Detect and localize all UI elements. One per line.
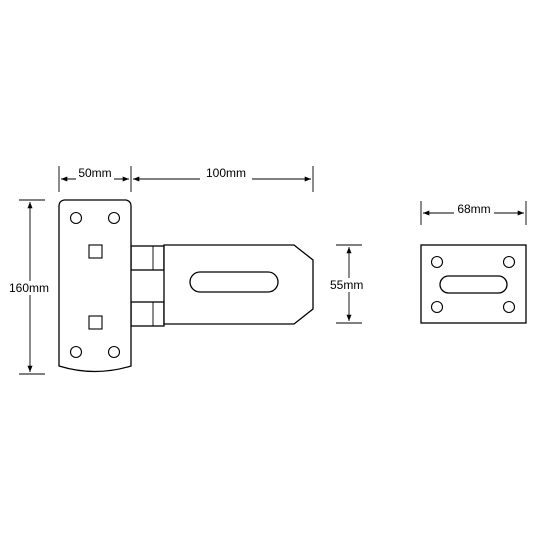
label-plate-width: 50mm (78, 166, 111, 180)
label-backing (3, 281, 55, 295)
lower-knuckle (130, 301, 165, 327)
screw-hole (69, 345, 83, 359)
back-plate (58, 199, 132, 373)
square-hole (88, 244, 103, 259)
square-hole (88, 315, 103, 330)
screw-hole (107, 211, 121, 225)
screw-hole (430, 255, 444, 269)
label-backing (328, 278, 372, 292)
label-backing (454, 202, 494, 216)
staple-plate (420, 244, 527, 324)
screw-hole (502, 300, 516, 314)
label-backing (76, 167, 114, 181)
dimension-staple-width: 68mm (420, 201, 527, 225)
screw-hole (502, 255, 516, 269)
dimension-hasp-length: 100mm (133, 166, 314, 192)
hinge-knuckles (130, 245, 165, 327)
screw-hole (69, 211, 83, 225)
upper-knuckle (130, 245, 165, 271)
hasp-slot (189, 271, 279, 293)
hasp-arm (163, 244, 314, 325)
dimension-hasp-height: 55mm (328, 244, 372, 324)
screw-hole (107, 345, 121, 359)
dimension-overall-height: 160mm (3, 199, 55, 375)
back-plate-outline (58, 199, 132, 373)
dimension-plate-width: 50mm (58, 166, 132, 192)
screw-hole (430, 300, 444, 314)
staple-loop-slot (439, 275, 508, 294)
label-hasp-length: 100mm (206, 166, 246, 180)
label-backing (200, 167, 252, 181)
label-hasp-height: 55mm (330, 278, 363, 292)
label-overall-height: 160mm (9, 281, 49, 295)
label-staple-width: 68mm (457, 202, 490, 216)
